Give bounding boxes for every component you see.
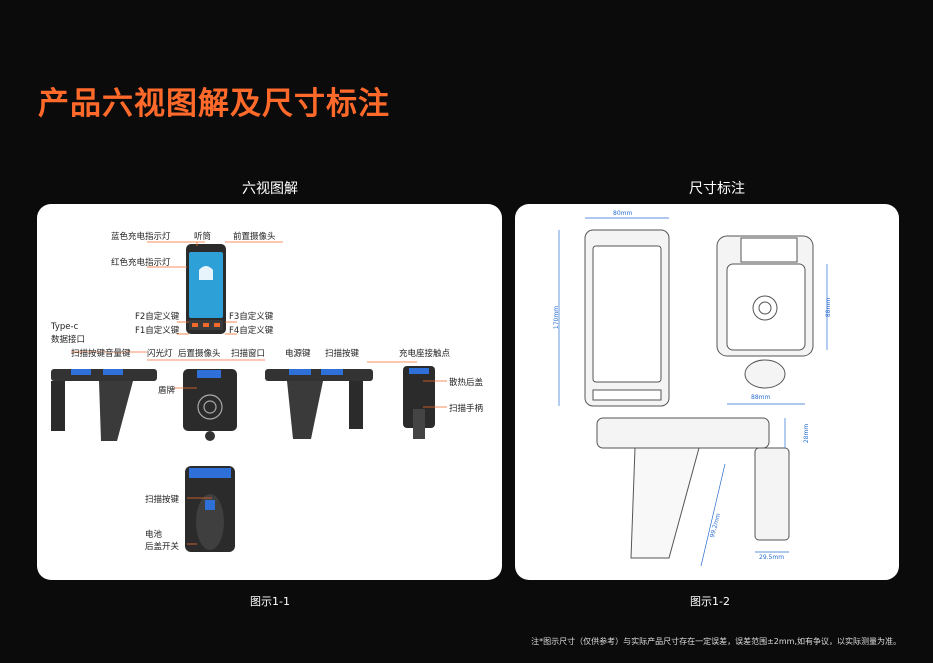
dim-width-top: 80mm (613, 210, 633, 217)
label-scan-handle: 扫描手柄 (449, 404, 484, 414)
device-back-view (183, 369, 237, 441)
left-caption: 图示1-1 (250, 595, 290, 608)
label-rear-camera: 后置摄像头 (178, 349, 221, 359)
label-flash: 闪光灯 (147, 349, 173, 359)
device-right-side-view (265, 369, 373, 439)
disclaimer-note: 注*图示尺寸（仅供参考）与实际产品尺寸存在一定误差，误差范围±2mm,如有争议，… (531, 637, 901, 646)
left-panel-title: 六视图解 (242, 181, 298, 197)
six-view-card: 蓝色充电指示灯 听筒 前置摄像头 红色充电指示灯 F2自定义键 F3自定义键 F… (37, 204, 502, 580)
label-scan-key-bottom: 扫描按键 (145, 495, 180, 505)
right-panel-title: 尺寸标注 (689, 181, 745, 197)
six-view-illustration (51, 241, 447, 552)
label-receiver: 听筒 (194, 232, 212, 242)
label-red-led: 红色充电指示灯 (111, 258, 171, 268)
label-scan-key: 扫描按键 (325, 349, 360, 359)
label-shield: 盾牌 (158, 386, 176, 396)
label-front-camera: 前置摄像头 (233, 232, 276, 242)
device-bottom-view (185, 466, 235, 552)
dim-back-width: 88mm (751, 394, 771, 401)
label-battery-cover-switch: 后盖开关 (145, 542, 180, 552)
label-blue-led: 蓝色充电指示灯 (111, 232, 171, 242)
label-battery: 电池 (145, 530, 163, 540)
label-scan-window: 扫描窗口 (231, 349, 266, 359)
device-end-view (403, 366, 435, 439)
dimension-card: 80mm 170mm 88mm 88mm 28mm 99.2mm 29.5mm (515, 204, 899, 580)
label-f2-key: F2自定义键 (135, 312, 180, 322)
label-cooling-cover: 散热后盖 (449, 378, 484, 388)
device-front-view (186, 244, 226, 334)
dim-height-left: 170mm (553, 305, 561, 330)
dim-handle-width: 29.5mm (759, 554, 785, 561)
label-data-port: 数据接口 (51, 335, 86, 345)
page-title: 产品六视图解及尺寸标注 (38, 86, 390, 122)
label-power-key: 电源键 (285, 349, 311, 359)
dimension-illustration (558, 217, 828, 567)
label-f1-key: F1自定义键 (135, 326, 180, 336)
label-f3-key: F3自定义键 (229, 312, 274, 322)
dim-back-height: 88mm (825, 297, 833, 318)
label-typec: Type-c (51, 322, 79, 332)
dim-handle-height: 28mm (803, 423, 811, 444)
device-left-side-view (51, 369, 157, 441)
label-charge-contacts: 充电座接触点 (399, 349, 451, 359)
label-f4-key: F4自定义键 (229, 326, 274, 336)
label-scan-key-volume: 扫描按键音量键 (71, 349, 131, 359)
right-caption: 图示1-2 (690, 595, 730, 608)
